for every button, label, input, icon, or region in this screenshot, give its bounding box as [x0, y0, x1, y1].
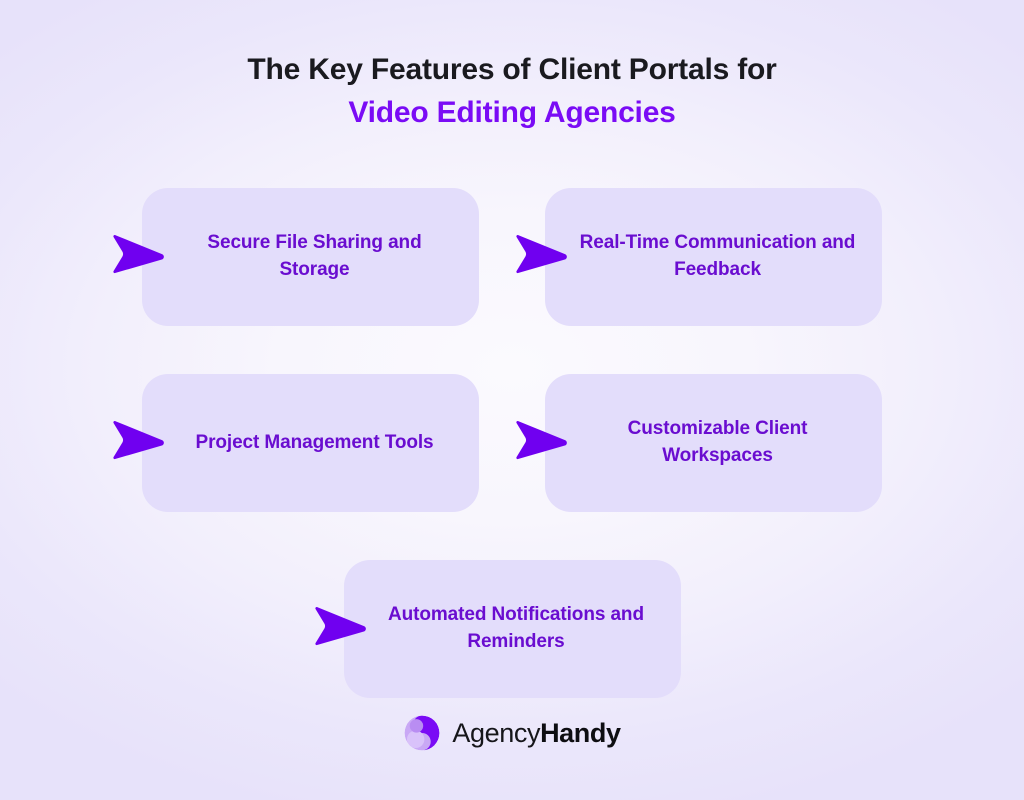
page-title-line-1: The Key Features of Client Portals for: [247, 53, 777, 86]
feature-card[interactable]: Secure File Sharing and Storage: [142, 188, 479, 326]
feature-card-label: Customizable Client Workspaces: [627, 418, 808, 466]
feature-item-automated-notifications[interactable]: Automated Notifications and Reminders: [314, 560, 681, 698]
feature-card-label: Project Management Tools: [195, 431, 434, 453]
feature-item-secure-file-sharing[interactable]: Secure File Sharing and Storage: [113, 188, 479, 326]
feature-card-label: Automated Notifications and Reminders: [388, 604, 644, 652]
feature-row-1: Secure File Sharing and Storage Real-Tim…: [0, 188, 1024, 326]
feature-card-label: Real-Time Communication and Feedback: [579, 232, 856, 280]
feature-card[interactable]: Real-Time Communication and Feedback: [545, 188, 882, 326]
feature-row-2: Project Management Tools Customizable Cl…: [0, 374, 1024, 512]
feature-item-project-management[interactable]: Project Management Tools: [113, 374, 479, 512]
feature-card-grid: Secure File Sharing and Storage Real-Tim…: [0, 188, 1024, 746]
feature-card[interactable]: Customizable Client Workspaces: [545, 374, 882, 512]
feature-item-customizable-workspaces[interactable]: Customizable Client Workspaces: [516, 374, 882, 512]
brand-logo: AgencyHandy: [0, 714, 1024, 752]
page-title-line-2: Video Editing Agencies: [348, 96, 676, 130]
feature-card-label: Secure File Sharing and Storage: [207, 232, 422, 280]
brand-name-bold: Handy: [540, 717, 621, 748]
brand-name-light: Agency: [452, 717, 541, 748]
brand-name: AgencyHandy: [452, 717, 621, 749]
feature-card[interactable]: Automated Notifications and Reminders: [343, 560, 681, 698]
feature-card[interactable]: Project Management Tools: [142, 374, 479, 512]
page-title: The Key Features of Client Portals for V…: [0, 52, 1024, 131]
agencyhandy-logo-icon: [403, 714, 441, 752]
feature-item-real-time-communication[interactable]: Real-Time Communication and Feedback: [516, 188, 882, 326]
feature-row-3: Automated Notifications and Reminders: [0, 560, 1024, 698]
